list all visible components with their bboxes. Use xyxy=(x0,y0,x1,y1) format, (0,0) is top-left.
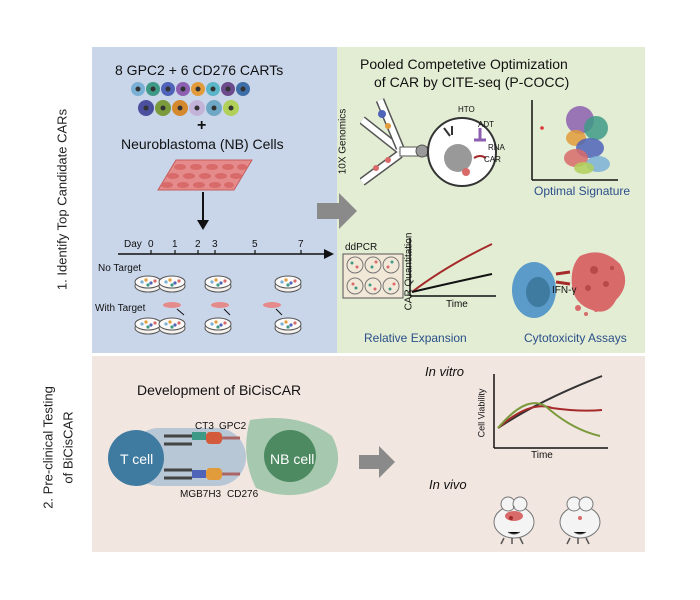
bicis-car-illustration xyxy=(108,418,339,496)
section2-side-label-line2: of BiCisCAR xyxy=(60,411,76,484)
pcocc-title-line2: of CAR by CITE-seq (P-COCC) xyxy=(374,74,570,90)
section2-side-label-line1: 2. Pre-clinical Testing xyxy=(40,386,56,509)
nb-cell-label: NB cell xyxy=(270,451,315,467)
in-vivo-label: In vivo xyxy=(429,477,467,492)
cart-cells-illustration xyxy=(131,82,250,116)
ddpcr-label: ddPCR xyxy=(345,242,378,253)
day-0: 0 xyxy=(148,239,154,250)
t-cell-label: T cell xyxy=(120,451,154,467)
gpc2-label: GPC2 xyxy=(219,421,247,432)
down-arrow xyxy=(197,192,209,230)
ddpcr-plate xyxy=(342,253,404,299)
cart-title: 8 GPC2 + 6 CD276 CARTs xyxy=(115,62,284,78)
expansion-time-label: Time xyxy=(446,299,468,310)
plus-sign: + xyxy=(197,117,207,134)
with-target-label: With Target xyxy=(95,303,146,314)
cd276-label: CD276 xyxy=(227,489,259,500)
microfluidic-device xyxy=(360,98,497,187)
day-5: 5 xyxy=(252,239,258,250)
ifn-gamma-label: IFN-γ xyxy=(552,285,577,296)
no-target-label: No Target xyxy=(98,263,142,274)
viability-time-label: Time xyxy=(531,450,553,461)
nb-cells-sheet xyxy=(157,159,253,191)
bicis-dev-title: Development of BiCisCAR xyxy=(137,382,302,398)
timeline-day-label: Day xyxy=(124,239,142,250)
cytotoxicity-illustration xyxy=(512,252,626,318)
in-vitro-label: In vitro xyxy=(425,364,465,379)
cell-viability-label: Cell Viability xyxy=(476,388,487,438)
nb-cells-label: Neuroblastoma (NB) Cells xyxy=(121,136,284,152)
relative-expansion-label: Relative Expansion xyxy=(364,331,467,345)
car-label: CAR xyxy=(484,155,501,164)
pcocc-title-line1: Pooled Competetive Optimization xyxy=(360,56,568,72)
panel-identify xyxy=(92,47,337,353)
ct3-label: CT3 xyxy=(195,421,214,432)
expansion-chart xyxy=(409,238,496,297)
day-3: 3 xyxy=(212,239,218,250)
section1-side-label: 1. Identify Top Candidate CARs xyxy=(54,108,70,291)
cytotoxicity-label: Cytotoxicity Assays xyxy=(524,331,627,345)
genomics-label: 10X Genomics xyxy=(337,108,349,175)
gray-arrow-2 xyxy=(359,446,395,478)
gray-arrow-1 xyxy=(317,193,357,229)
rna-label: RNA xyxy=(488,143,505,152)
timeline-axis xyxy=(118,249,334,259)
day-1: 1 xyxy=(172,239,178,250)
hto-label: HTO xyxy=(458,105,475,114)
culture-dishes xyxy=(134,275,302,335)
umap-plot xyxy=(531,100,618,181)
day-2: 2 xyxy=(195,239,201,250)
mice-illustration xyxy=(493,496,601,545)
optimal-signature-label: Optimal Signature xyxy=(534,184,631,198)
day-7: 7 xyxy=(298,239,304,250)
mgb7h3-label: MGB7H3 xyxy=(180,489,222,500)
viability-chart xyxy=(493,374,608,449)
adt-label: ADT xyxy=(478,120,494,129)
